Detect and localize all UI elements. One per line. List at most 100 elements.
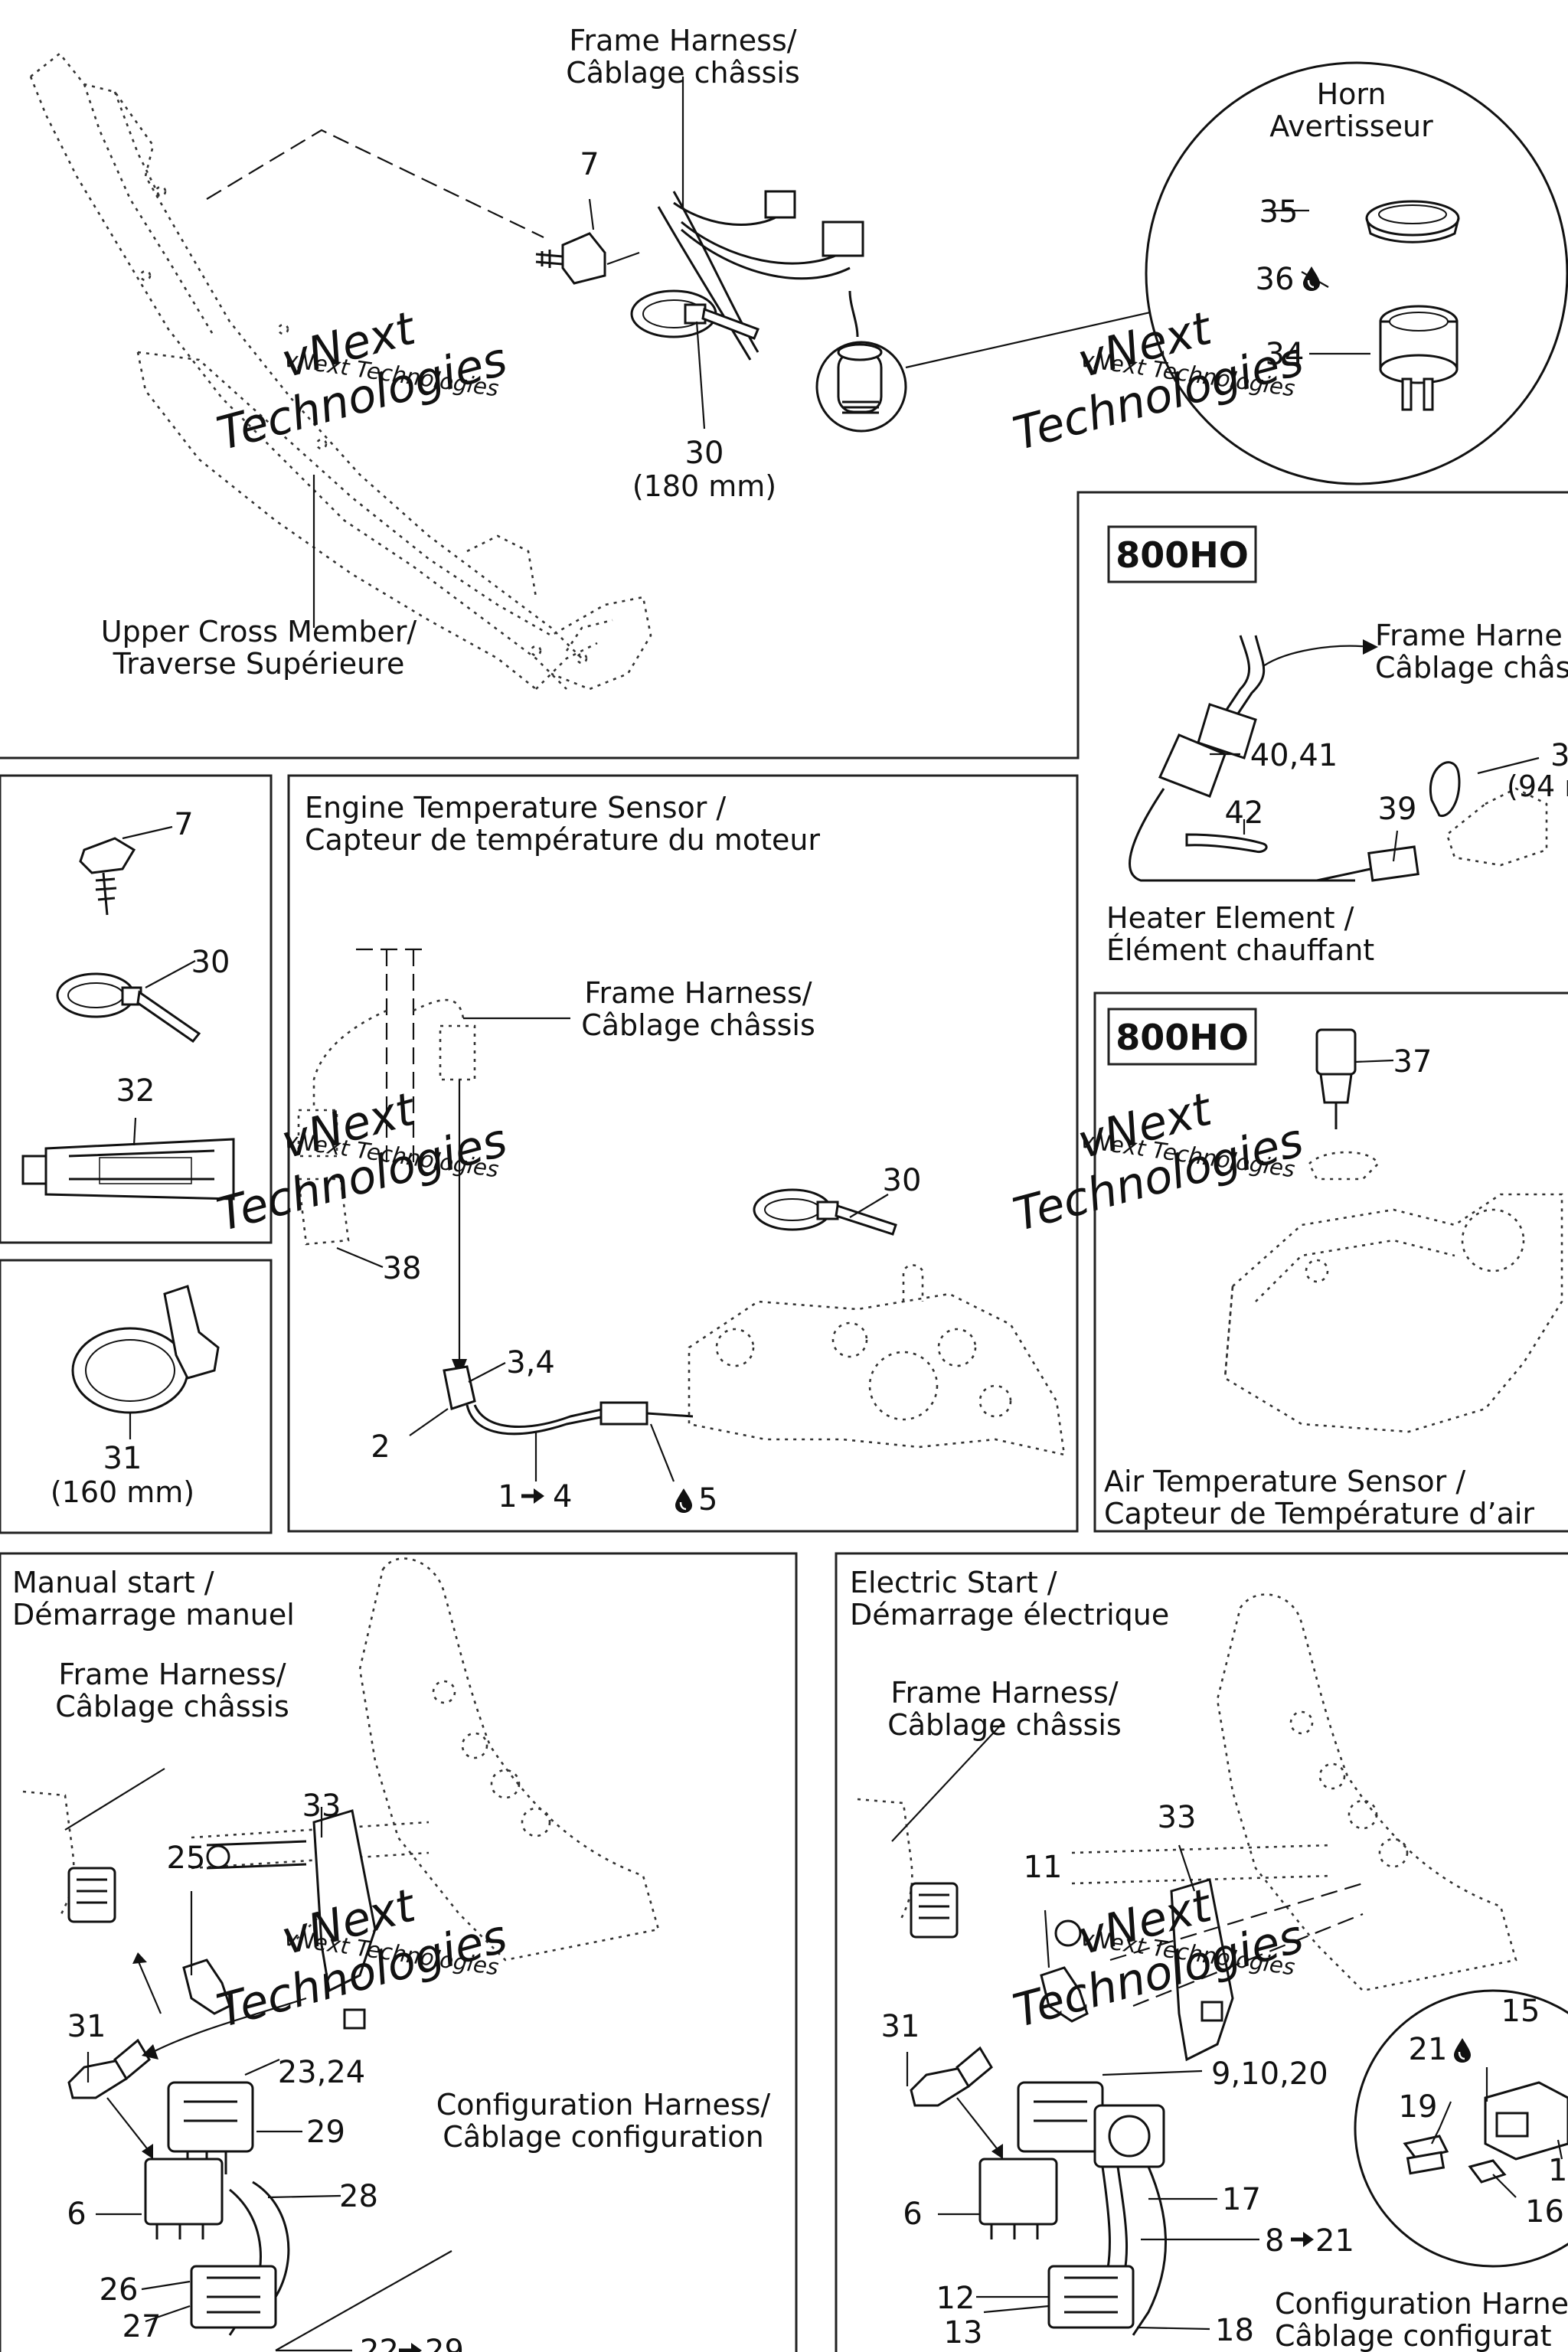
callout-26: 26 (100, 2272, 139, 2308)
electric-start-title-fr: Démarrage électrique (850, 1598, 1169, 1632)
badge-800ho-heater (1107, 525, 1257, 583)
callout-21: 21 (1315, 2223, 1354, 2259)
callout-33-manual: 33 (302, 1788, 341, 1824)
callout-29: 29 (306, 2115, 345, 2150)
range-arrow-icon (521, 1488, 544, 1504)
heater-caption: Heater Element / (1106, 901, 1354, 935)
callout-39: 39 (1378, 792, 1417, 827)
callout-3: 3 (1550, 738, 1568, 773)
callout-36: 36 (1256, 262, 1295, 297)
electric-frame-harness-label-fr: Câblage châssis (887, 1708, 1122, 1742)
callout-6-manual: 6 (67, 2197, 86, 2232)
horn-zoom-connector (905, 301, 1195, 369)
frame-harness-label: Frame Harness/ (569, 24, 796, 57)
badge-800ho-air (1107, 1008, 1257, 1066)
callout-13: 13 (944, 2315, 983, 2350)
heater-element-drawing (1129, 635, 1548, 882)
callout-40-41: 40,41 (1250, 738, 1338, 773)
manual-frame-harness-label-fr: Câblage châssis (55, 1690, 289, 1723)
callout-4: 4 (553, 1479, 572, 1514)
callout-14: 14 (1548, 2153, 1568, 2188)
panel-borders (0, 491, 1568, 2352)
upper-cross-member-label: Upper Cross Member/ (101, 615, 417, 648)
engine-frame-harness-label: Frame Harness/ (584, 976, 812, 1010)
callout-31-size: (160 mm) (51, 1475, 194, 1509)
horn-title: Horn (1317, 77, 1387, 111)
clamp-31 (71, 1285, 220, 1414)
callout-8: 8 (1265, 2223, 1284, 2259)
heater-frame-harness-label: Frame Harne (1375, 619, 1563, 652)
callout-30-size: (180 mm) (632, 469, 776, 503)
callout-3-4: 3,4 (506, 1345, 555, 1380)
sealant-tube-32 (21, 1138, 235, 1200)
manual-start-drawing (22, 1557, 660, 2336)
callout-17: 17 (1222, 2182, 1261, 2217)
cable-tie-30-engine (753, 1188, 897, 1236)
manual-frame-harness-label: Frame Harness/ (58, 1658, 286, 1691)
engine-frame-harness-label-fr: Câblage châssis (581, 1008, 815, 1042)
engine-temp-title-fr: Capteur de température du moteur (305, 823, 820, 857)
callout-30: 30 (685, 436, 724, 471)
callout-2: 2 (371, 1429, 390, 1465)
callout-33-electric: 33 (1158, 1800, 1197, 1835)
range-arrow-icon (1291, 2232, 1314, 2247)
upper-cross-member-label-fr: Traverse Supérieure (113, 647, 405, 681)
callout-7-hardware: 7 (174, 807, 193, 842)
callout-27: 27 (122, 2309, 162, 2344)
horn-zoom-preview (815, 341, 907, 433)
mounting-guide-line (206, 129, 544, 238)
callout-23-24: 23,24 (278, 2055, 366, 2090)
callout-25: 25 (167, 1841, 206, 1876)
cable-tie-30-top (630, 289, 760, 340)
engine-temp-drawing (297, 948, 1066, 1456)
callout-32: 32 (116, 1073, 155, 1109)
callout-12: 12 (936, 2281, 975, 2316)
callout-29-range: 29 (425, 2334, 464, 2352)
callout-34: 34 (1266, 337, 1305, 372)
air-temp-caption-fr: Capteur de Température d’air (1104, 1497, 1534, 1530)
callout-7: 7 (580, 147, 599, 182)
callout-6-electric: 6 (903, 2197, 922, 2232)
callout-1: 1 (498, 1479, 517, 1514)
callout-37: 37 (1393, 1044, 1432, 1080)
manual-config-harness-label: Configuration Harness/ (436, 2088, 771, 2122)
screw-7 (535, 232, 606, 285)
electric-frame-harness-label: Frame Harness/ (890, 1676, 1118, 1710)
cable-tie-30-hardware (56, 972, 201, 1044)
horn-title-fr: Avertisseur (1269, 109, 1433, 143)
engine-temp-title: Engine Temperature Sensor / (305, 791, 726, 825)
range-arrow-icon (399, 2343, 422, 2352)
callout-11: 11 (1024, 1850, 1063, 1885)
callout-30-engine: 30 (883, 1163, 922, 1198)
electric-config-harness-label-fr: Câblage configurat (1275, 2319, 1552, 2352)
callout-35: 35 (1259, 194, 1298, 230)
callout-18: 18 (1215, 2313, 1254, 2348)
callout-15: 15 (1501, 1994, 1540, 2029)
callout-16: 16 (1525, 2194, 1564, 2230)
manual-config-harness-label-fr: Câblage configuration (443, 2120, 763, 2154)
callout-3-size: (94 r (1507, 769, 1568, 803)
callout-21-fuse: 21 (1409, 2032, 1448, 2067)
electric-start-title: Electric Start / (850, 1566, 1057, 1599)
frame-harness-label-fr: Câblage châssis (566, 56, 800, 90)
air-temp-caption: Air Temperature Sensor / (1104, 1465, 1465, 1498)
manual-start-title-fr: Démarrage manuel (12, 1598, 295, 1632)
callout-31-manual: 31 (67, 2009, 106, 2044)
callout-42: 42 (1225, 795, 1264, 831)
heater-frame-harness-label-fr: Câblage châs (1375, 651, 1568, 684)
grease-drop-icon (674, 1487, 694, 1514)
badge-800ho-heater-text: 800HO (1116, 534, 1249, 576)
heater-caption-fr: Élément chauffant (1106, 933, 1374, 967)
callout-9-10-20: 9,10,20 (1211, 2056, 1328, 2092)
callout-19: 19 (1399, 2089, 1438, 2125)
callout-30-hardware: 30 (191, 945, 230, 980)
air-temp-drawing (1223, 1028, 1563, 1433)
callout-31-electric: 31 (881, 2009, 920, 2044)
callout-5: 5 (698, 1482, 717, 1517)
callout-28: 28 (339, 2179, 378, 2214)
badge-800ho-air-text: 800HO (1116, 1017, 1249, 1058)
electric-config-harness-label: Configuration Harne (1275, 2287, 1568, 2321)
horn-detail-circle (1145, 61, 1568, 485)
callout-31: 31 (103, 1441, 142, 1476)
